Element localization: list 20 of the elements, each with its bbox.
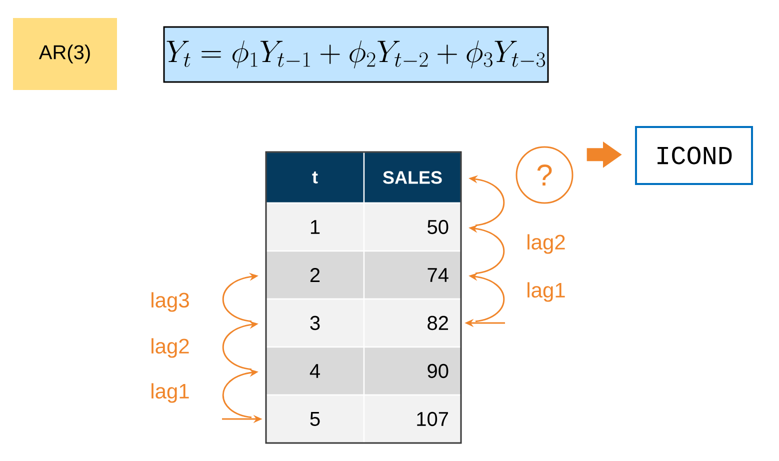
table-cell: 107: [363, 394, 462, 444]
table-cell: 2: [265, 250, 365, 300]
table-cell: 3: [265, 298, 365, 348]
table-cell: 5: [265, 394, 365, 444]
edge-label: lag3: [152, 292, 189, 312]
formula-box: $Y_t = \phi_1 Y_{t-1} + \phi_2 Y_{t-2} + \phi_3 Y_{t-3}$: [163, 26, 549, 83]
edge-label: lag2: [528, 234, 565, 254]
table-cell: 1: [265, 202, 365, 252]
edge-label: lag1: [152, 383, 189, 403]
edge-label: lag1: [528, 282, 565, 302]
table-cell: 90: [363, 346, 462, 396]
header-cell: t: [265, 151, 365, 204]
table-cell: 4: [265, 346, 365, 396]
edge-label: lag2: [152, 338, 189, 358]
table-cell: 50: [363, 202, 462, 252]
table-cell: 74: [363, 250, 462, 300]
header-cell: SALES: [363, 151, 462, 204]
table-cell: 82: [363, 298, 462, 348]
model-label-box: AR(3): [13, 18, 117, 90]
output-box: ICOND: [635, 126, 753, 185]
